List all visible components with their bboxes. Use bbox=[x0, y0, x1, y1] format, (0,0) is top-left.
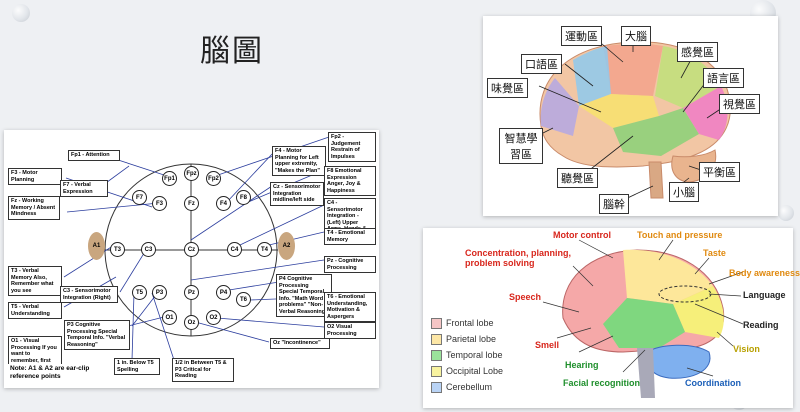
note-below-t5: 1 in. Below T5 Spelling bbox=[114, 358, 160, 375]
note-between-t5-p3: 1/2 in Between T5 & P3 Critical for Read… bbox=[172, 358, 234, 382]
eeg-electrode-map: A1 A2 Fp1 Fp2 Fpz F7 F3 Fz F4 F8 T3 C3 C… bbox=[4, 130, 379, 388]
legend-temporal-lobe: Temporal lobe bbox=[431, 350, 503, 362]
electrode-fz: Fz bbox=[184, 196, 199, 211]
note-p4: P4 Cognitive Processing Special Temporal… bbox=[276, 274, 332, 317]
electrode-f3: F3 bbox=[152, 196, 167, 211]
note-t5: T5 - Verbal Understanding bbox=[8, 302, 62, 319]
label-speech-area: 口語區 bbox=[521, 54, 562, 74]
electrode-f8: F8 bbox=[236, 190, 251, 205]
note-reference: Note: A1 & A2 are ear-clip reference poi… bbox=[8, 364, 98, 381]
note-oz: Oz "Incontinence" bbox=[270, 338, 330, 349]
electrode-fp1: Fp1 bbox=[162, 171, 177, 186]
label-speech: Speech bbox=[509, 292, 542, 302]
note-t6: T6 - Emotional Understanding, Motivation… bbox=[324, 292, 376, 322]
parietal-swatch bbox=[431, 334, 442, 346]
legend-parietal-label: Parietal lobe bbox=[446, 334, 497, 344]
note-t4: T4 - Emotional Memory bbox=[324, 228, 376, 245]
label-smell: Smell bbox=[535, 340, 560, 350]
brain-diagram-chinese: 運動區 大腦 口語區 感覺區 語言區 味覺區 視覺區 智慧學習區 聽覺區 平衡區… bbox=[483, 16, 778, 216]
electrode-c4: C4 bbox=[227, 242, 242, 257]
legend-cerebellum: Cerebellum bbox=[431, 382, 493, 394]
label-language-area: 語言區 bbox=[703, 68, 744, 88]
note-o2: O2 Visual Processing bbox=[324, 322, 376, 339]
eeg-lines bbox=[63, 136, 330, 361]
note-fz: Fz - Working Memory / Absent Mindness bbox=[8, 196, 60, 220]
electrode-p3: P3 bbox=[152, 285, 167, 300]
label-cerebrum: 大腦 bbox=[621, 26, 651, 46]
note-f7: F7 - Verbal Expression bbox=[60, 180, 108, 197]
brain-lobes-illustration bbox=[542, 239, 744, 398]
electrode-cz: Cz bbox=[184, 242, 199, 257]
legend-cerebellum-label: Cerebellum bbox=[446, 382, 493, 392]
electrode-f7: F7 bbox=[132, 190, 147, 205]
note-fp1: Fp1 - Attention bbox=[68, 150, 120, 161]
label-sensory-area: 感覺區 bbox=[677, 42, 718, 62]
electrode-f4: F4 bbox=[216, 196, 231, 211]
label-motor-area: 運動區 bbox=[561, 26, 602, 46]
label-touch-pressure: Touch and pressure bbox=[637, 230, 723, 240]
label-vision: Vision bbox=[733, 344, 760, 354]
note-f3: F3 - Motor Planning bbox=[8, 168, 62, 185]
decor-drop-mid-right bbox=[778, 205, 794, 221]
label-auditory-area: 聽覺區 bbox=[557, 168, 598, 188]
label-concentration: Concentration, planning, problem solving bbox=[465, 248, 571, 268]
note-f4: F4 - Motor Planning for Left upper extre… bbox=[272, 146, 326, 176]
label-hearing: Hearing bbox=[565, 360, 599, 370]
ear-electrode-a1: A1 bbox=[88, 232, 105, 260]
note-p3: P3 Cognitive Processing Special Temporal… bbox=[64, 320, 130, 350]
electrode-c3: C3 bbox=[141, 242, 156, 257]
electrode-fp2: Fp2 bbox=[206, 171, 221, 186]
legend-parietal-lobe: Parietal lobe bbox=[431, 334, 497, 346]
note-pz: Pz - Cognitive Processing bbox=[324, 256, 376, 273]
decor-drop-left bbox=[12, 4, 30, 22]
label-facial-recognition: Facial recognition bbox=[563, 378, 641, 388]
electrode-p4: P4 bbox=[216, 285, 231, 300]
electrode-t6: T6 bbox=[236, 292, 251, 307]
note-t3: T3 - Verbal Memory Also, Remember what y… bbox=[8, 266, 62, 296]
label-motor-control: Motor control bbox=[553, 230, 611, 240]
label-brainstem: 腦幹 bbox=[599, 194, 629, 214]
electrode-t5: T5 bbox=[132, 285, 147, 300]
electrode-oz: Oz bbox=[184, 315, 199, 330]
page-title: 腦圖 bbox=[200, 34, 264, 69]
label-taste: Taste bbox=[703, 248, 726, 258]
ear-electrode-a2: A2 bbox=[278, 232, 295, 260]
electrode-o2: O2 bbox=[206, 310, 221, 325]
label-body-awareness: Body awareness bbox=[729, 268, 800, 278]
temporal-swatch bbox=[431, 350, 442, 362]
label-visual-area: 視覺區 bbox=[719, 94, 760, 114]
note-cz: Cz - Sensorimotor Integration midline/le… bbox=[270, 182, 324, 206]
brain-diagram-english: Motor control Touch and pressure Concent… bbox=[423, 228, 800, 408]
label-balance-area: 平衡區 bbox=[699, 162, 740, 182]
label-reading: Reading bbox=[743, 320, 779, 330]
electrode-t3: T3 bbox=[110, 242, 125, 257]
note-f8: F8 Emotional Expression Anger, Joy & Hap… bbox=[324, 166, 376, 196]
label-learning-area: 智慧學習區 bbox=[499, 128, 543, 164]
occipital-swatch bbox=[431, 366, 442, 378]
note-c3: C3 - Sensorimotor Integration (Right) bbox=[60, 286, 118, 303]
label-coordination: Coordination bbox=[685, 378, 741, 388]
legend-frontal-lobe: Frontal lobe bbox=[431, 318, 494, 330]
legend-occipital-lobe: Occipital Lobe bbox=[431, 366, 504, 378]
label-taste-area: 味覺區 bbox=[487, 78, 528, 98]
electrode-fpz: Fpz bbox=[184, 166, 199, 181]
label-cerebellum: 小腦 bbox=[669, 182, 699, 202]
brain-illustration bbox=[528, 37, 732, 203]
electrode-pz: Pz bbox=[184, 285, 199, 300]
legend-temporal-label: Temporal lobe bbox=[446, 350, 503, 360]
electrode-t4: T4 bbox=[257, 242, 272, 257]
note-fp2: Fp2 - Judgement Restrain of Impulses bbox=[328, 132, 376, 162]
cerebellum-swatch bbox=[431, 382, 442, 394]
label-language: Language bbox=[743, 290, 786, 300]
frontal-swatch bbox=[431, 318, 442, 330]
legend-occipital-label: Occipital Lobe bbox=[446, 366, 504, 376]
legend-frontal-label: Frontal lobe bbox=[446, 318, 494, 328]
electrode-o1: O1 bbox=[162, 310, 177, 325]
